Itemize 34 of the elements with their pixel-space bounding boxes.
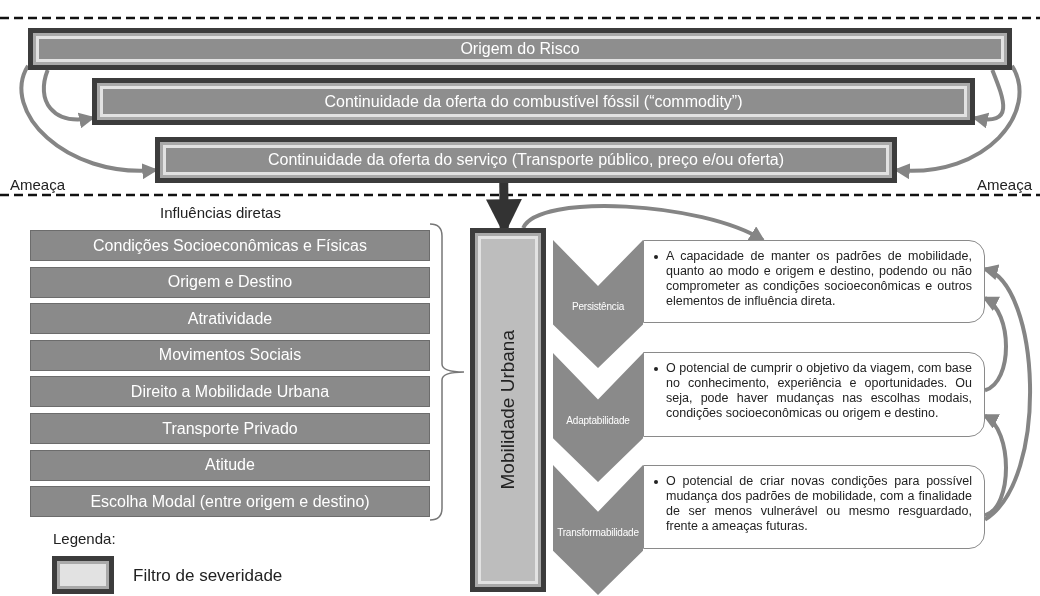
chevron-label: Transformabilidade xyxy=(556,527,640,539)
factor-box: Direito a Mobilidade Urbana xyxy=(30,376,430,408)
frame-label: Continuidade da oferta do serviço (Transporte público, preço e/ou oferta) xyxy=(267,151,785,169)
factor-box: Transporte Privado xyxy=(30,413,430,444)
description-text: O potencial de cumprir o objetivo da viagem, com base no conhecimento, experiência e oportunidades. Ou seja, pode haver mudanças nas escolhas modais, condições socioeconômicas ou origem e destino. xyxy=(666,361,972,421)
arrow xyxy=(982,413,1008,518)
description-box xyxy=(643,352,985,437)
threat-label: Ameaça xyxy=(977,176,1033,193)
filter-frame xyxy=(155,137,897,183)
arrow xyxy=(521,204,766,242)
factor-box: Origem e Destino xyxy=(30,266,430,298)
filter-frame xyxy=(92,78,975,125)
filter-frame xyxy=(28,28,1012,70)
description-text: A capacidade de manter os padrões de mobilidade, quanto ao modo e origem e destino, podendo ou não comprometer as condições socioeconômicas e outros elementos de influência direta. xyxy=(666,249,972,309)
legend-label: Filtro de severidade xyxy=(133,566,283,586)
description-box xyxy=(643,465,985,549)
chevron-label: Adaptabilidade xyxy=(565,414,631,426)
arrow xyxy=(982,267,1032,522)
factor-box: Condições Socioeconômicas e Físicas xyxy=(30,230,430,261)
column-label: Mobilidade Urbana xyxy=(497,330,519,490)
legend-title: Legenda: xyxy=(53,530,116,547)
filter-column xyxy=(470,228,546,592)
arrow xyxy=(982,296,1008,393)
factor-box: Atitude xyxy=(30,449,430,481)
factor-box: Atratividade xyxy=(30,303,430,335)
factor-box: Movimentos Sociais xyxy=(30,339,430,371)
chevron-label: Persistência xyxy=(570,301,626,313)
factor-box: Escolha Modal (entre origem e destino) xyxy=(30,486,430,518)
threat-label: Ameaça xyxy=(10,176,66,193)
frame-label: Origem do Risco xyxy=(460,40,580,58)
description-box xyxy=(643,240,985,323)
description-text: O potencial de criar novas condições para possível mudança dos padrões de mobilidade, com a finalidade de ser menos vulnerável ou mesmo resguardado, frente a ameaças futuras. xyxy=(666,474,972,534)
frame-label: Continuidade da oferta do combustível fóssil (“commodity”) xyxy=(324,92,743,111)
group-heading: Influências diretas xyxy=(160,204,281,221)
